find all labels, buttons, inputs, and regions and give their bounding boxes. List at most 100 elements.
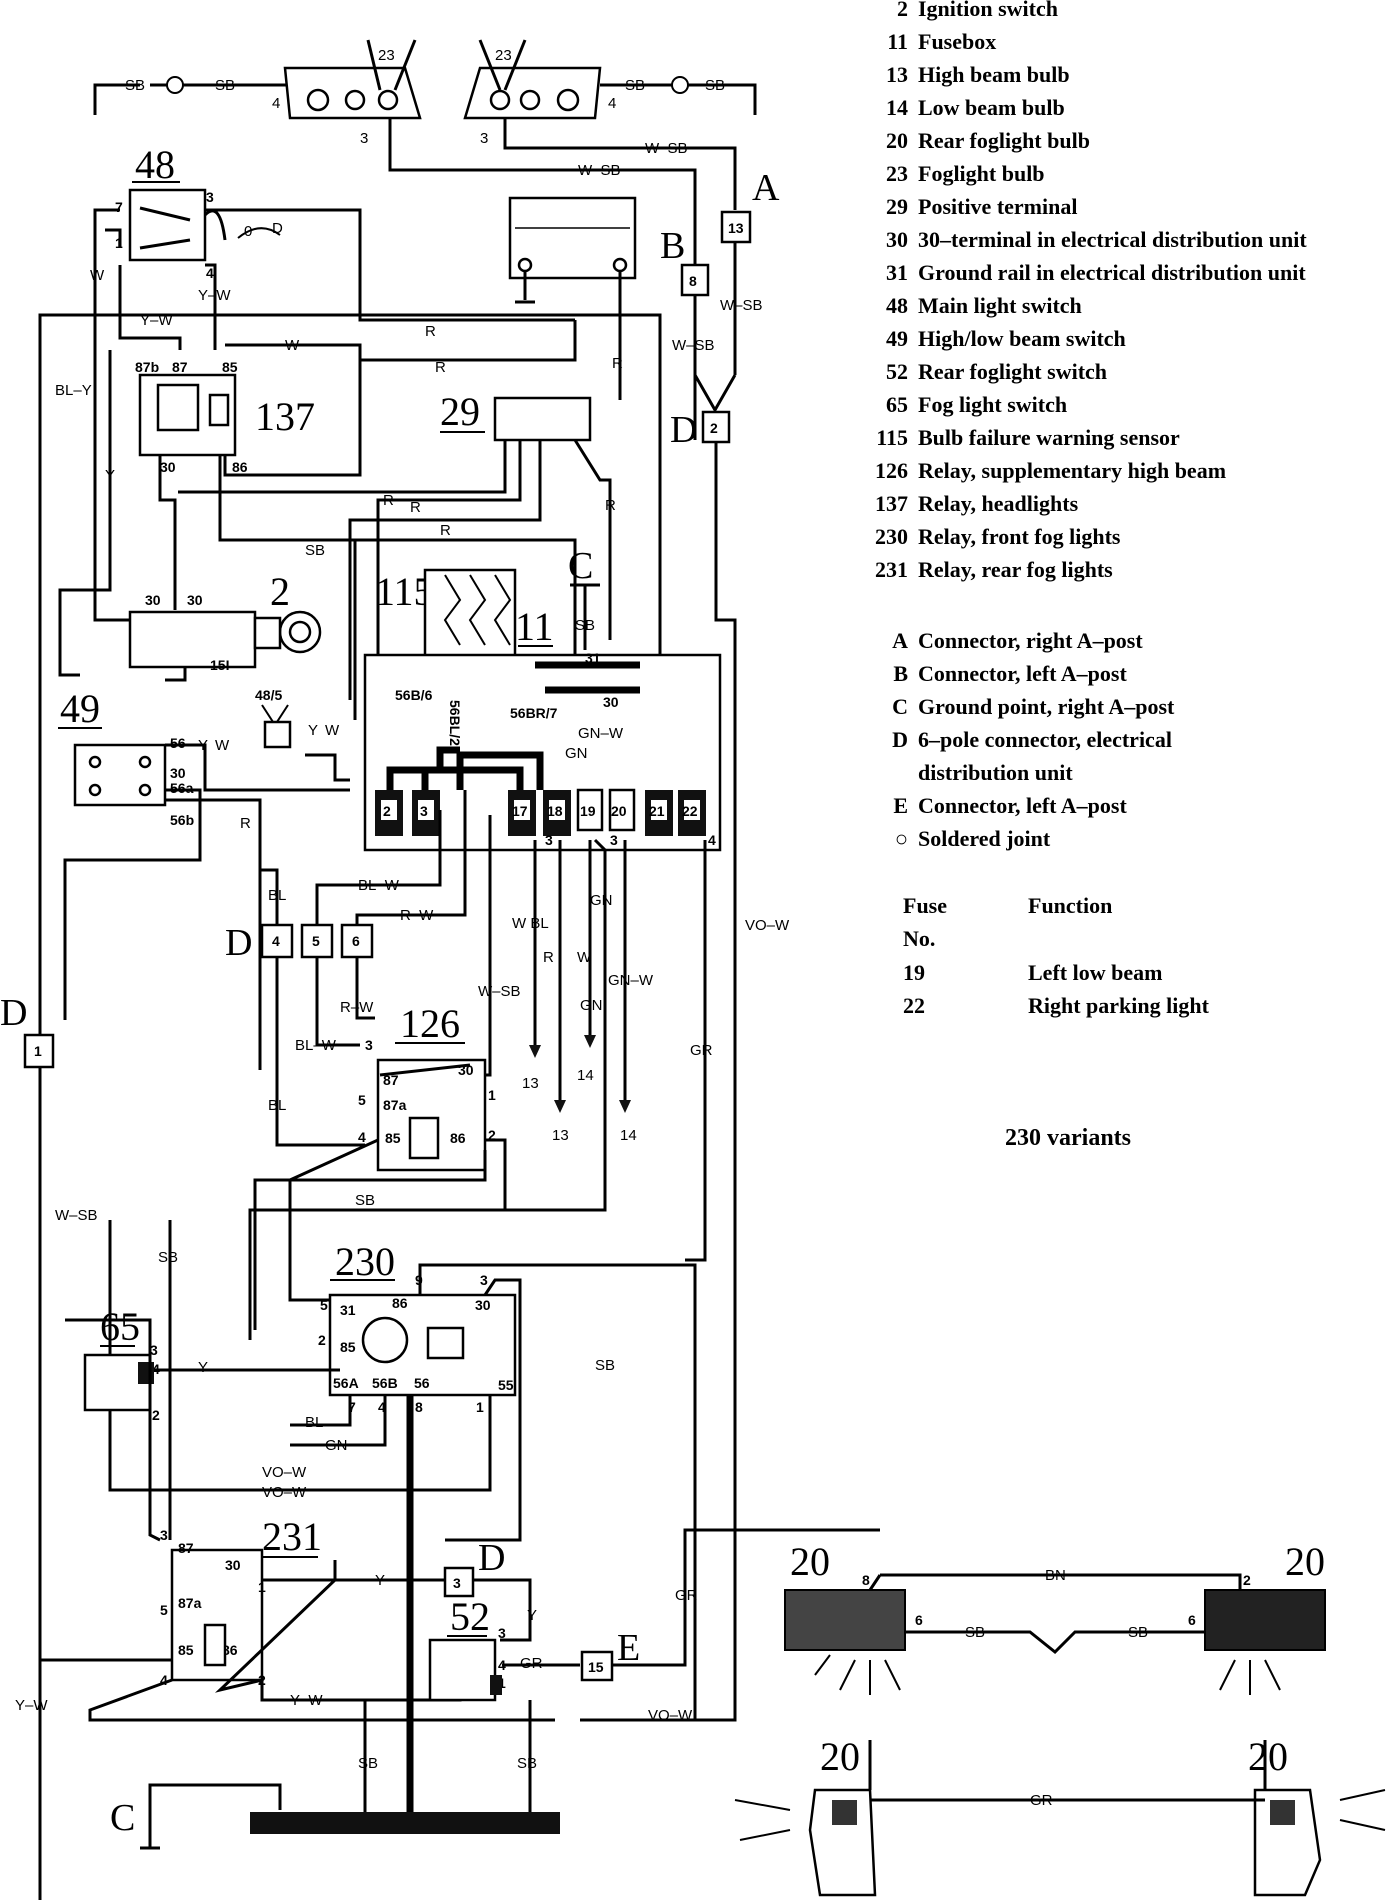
svg-text:R: R	[605, 497, 616, 514]
svg-text:20: 20	[1248, 1734, 1288, 1779]
svg-text:2: 2	[488, 1127, 496, 1143]
svg-text:86: 86	[450, 1130, 466, 1146]
connector-d-label: D	[670, 409, 697, 451]
svg-text:1: 1	[476, 1399, 484, 1415]
svg-text:BL–Y: BL–Y	[55, 382, 92, 399]
svg-text:17: 17	[512, 803, 528, 819]
connector-d-6pole: D 4 5 6	[225, 922, 374, 964]
fuse-row: 2 3 17 18 19 20 21 22 3 3 4	[375, 788, 716, 848]
fog-light-switch-65: 65 3 4 2	[83, 1304, 160, 1423]
svg-text:14: 14	[577, 1067, 594, 1084]
component-230-label: 230	[335, 1239, 395, 1284]
svg-text:R: R	[435, 359, 446, 376]
svg-text:3: 3	[206, 189, 214, 205]
svg-text:2: 2	[1243, 1572, 1251, 1588]
component-137-label: 137	[255, 394, 315, 439]
svg-text:SB: SB	[965, 1624, 985, 1641]
fuse-number: 22	[903, 993, 925, 1018]
svg-text:R–W: R–W	[400, 907, 434, 924]
connector-c-label: C	[568, 545, 593, 587]
svg-text:2: 2	[318, 1332, 326, 1348]
connector-d-label: D	[0, 992, 27, 1034]
svg-text:VO–W: VO–W	[745, 917, 790, 934]
connector-e-label: E	[617, 1627, 640, 1669]
svg-text:BL: BL	[268, 1097, 286, 1114]
svg-text:SB: SB	[705, 77, 725, 94]
ignition-switch-2: 2 30 30 15I	[128, 569, 322, 673]
component-2-label: 2	[270, 569, 290, 614]
svg-text:W: W	[90, 267, 105, 284]
svg-text:W: W	[577, 949, 592, 966]
wire-label-sb: SB	[215, 77, 235, 94]
svg-text:GR: GR	[675, 1587, 698, 1604]
svg-text:SB: SB	[355, 1192, 375, 1209]
svg-text:30: 30	[170, 765, 186, 781]
svg-text:W: W	[325, 722, 340, 739]
svg-text:W–SB: W–SB	[672, 337, 715, 354]
svg-text:2: 2	[710, 420, 718, 436]
foglight-left-assembly: SB SB 4 3 23	[93, 39, 422, 147]
svg-text:18: 18	[547, 803, 563, 819]
fuse-header-no: No.	[903, 926, 936, 951]
svg-text:4: 4	[160, 1672, 168, 1688]
svg-text:55: 55	[498, 1377, 514, 1393]
svg-text:14: 14	[620, 1127, 637, 1144]
svg-text:BL: BL	[305, 1414, 323, 1431]
svg-text:56BR/7: 56BR/7	[510, 705, 558, 721]
connector-d-label: D	[225, 922, 252, 964]
svg-text:30: 30	[225, 1557, 241, 1573]
main-light-switch-48: 48 7 1 3 4 0 D	[115, 142, 283, 281]
svg-text:7: 7	[348, 1399, 356, 1415]
battery	[508, 196, 637, 400]
svg-text:30: 30	[160, 459, 176, 475]
svg-text:56B/6: 56B/6	[395, 687, 433, 703]
svg-text:GR: GR	[690, 1042, 713, 1059]
svg-text:5: 5	[320, 1297, 328, 1313]
svg-text:87: 87	[172, 359, 188, 375]
svg-text:5: 5	[312, 933, 320, 949]
svg-text:4: 4	[272, 95, 280, 112]
svg-text:56b: 56b	[170, 812, 194, 828]
svg-text:6: 6	[1188, 1612, 1196, 1628]
fuse-function: Left low beam	[1028, 960, 1163, 985]
svg-text:3: 3	[480, 1272, 488, 1288]
svg-text:5: 5	[160, 1602, 168, 1618]
svg-text:30: 30	[187, 592, 203, 608]
svg-text:7: 7	[115, 199, 123, 215]
svg-text:2: 2	[383, 803, 391, 819]
connector-c-label: C	[110, 1797, 135, 1839]
svg-text:4: 4	[358, 1129, 366, 1145]
svg-text:Y: Y	[375, 1572, 385, 1589]
component-11-label: 11	[515, 604, 554, 649]
svg-text:Y: Y	[105, 467, 115, 484]
svg-text:87a: 87a	[383, 1097, 407, 1113]
svg-text:22: 22	[682, 803, 698, 819]
svg-text:3: 3	[498, 1625, 506, 1641]
svg-text:BN: BN	[1045, 1567, 1066, 1584]
svg-text:D: D	[478, 1537, 505, 1579]
svg-text:13: 13	[728, 220, 744, 236]
svg-text:56A: 56A	[333, 1375, 359, 1391]
svg-text:SB: SB	[1128, 1624, 1148, 1641]
svg-text:W–SB: W–SB	[578, 162, 621, 179]
svg-text:R: R	[612, 355, 623, 372]
svg-text:85: 85	[385, 1130, 401, 1146]
svg-text:4: 4	[206, 265, 214, 281]
svg-text:8: 8	[862, 1572, 870, 1588]
svg-text:21: 21	[649, 803, 665, 819]
svg-text:VO–W: VO–W	[262, 1484, 307, 1501]
svg-text:GN: GN	[580, 997, 603, 1014]
connector-a-label: A	[752, 167, 780, 209]
svg-text:56: 56	[170, 735, 186, 751]
svg-text:56B: 56B	[372, 1375, 398, 1391]
svg-text:20: 20	[611, 803, 627, 819]
svg-text:GR: GR	[1030, 1792, 1053, 1809]
rear-foglight-switch-52: 52 3 4 1	[428, 1594, 506, 1702]
svg-text:31: 31	[585, 650, 601, 666]
svg-text:86: 86	[392, 1295, 408, 1311]
svg-text:BL–W: BL–W	[295, 1037, 337, 1054]
svg-text:20: 20	[820, 1734, 860, 1779]
component-126-label: 126	[400, 1001, 460, 1046]
connector-d-pin3	[443, 1566, 475, 1598]
